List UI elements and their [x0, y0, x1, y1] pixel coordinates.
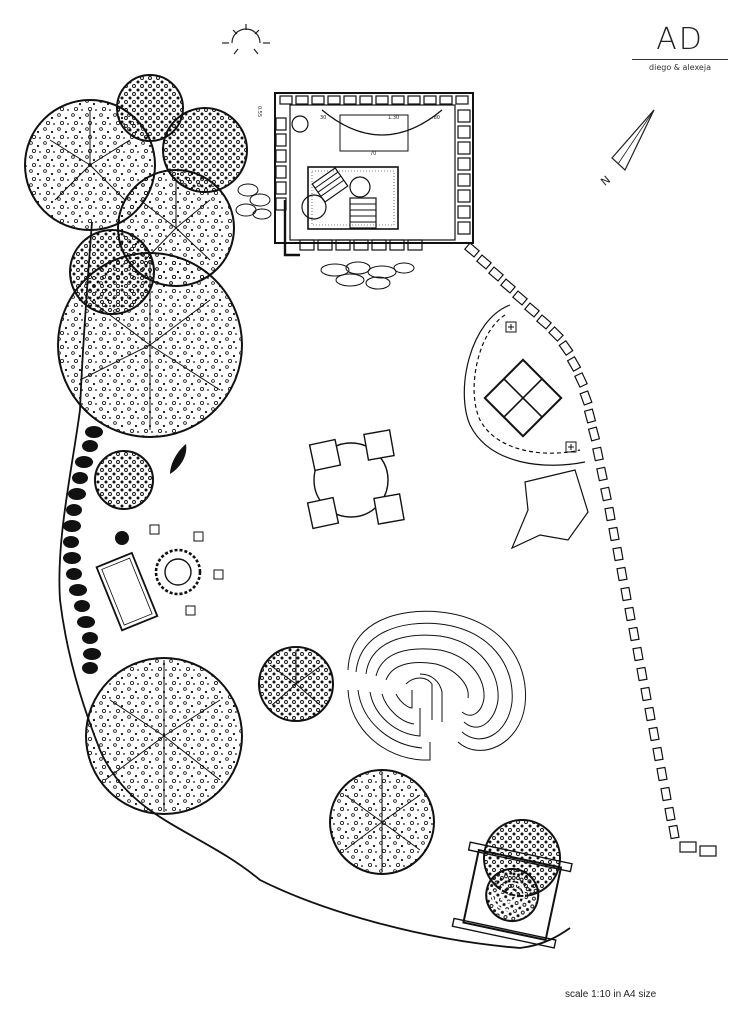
pavilion-structure: 0.55 30 1.30 .80 70	[256, 92, 474, 257]
fire-pit-lounge	[95, 524, 224, 632]
tree-small-west	[94, 450, 154, 510]
hedge-row	[63, 426, 103, 674]
brand-subtitle: diego & alexeja	[649, 63, 711, 72]
dim-label-1: 0.55	[256, 106, 262, 117]
spiral-pergola	[451, 841, 573, 949]
north-arrow-icon: N	[598, 109, 655, 189]
dim-label-2: 30	[320, 115, 326, 121]
tree-southwest-large	[85, 657, 243, 815]
north-label: N	[598, 173, 613, 188]
dim-label-4: .80	[432, 115, 440, 121]
brand-mark: AD	[656, 22, 704, 57]
tree-south-center	[329, 769, 435, 875]
stepping-stones-north	[320, 261, 415, 290]
dining-table-set	[306, 429, 405, 530]
tree-cluster-northwest	[24, 74, 248, 438]
labyrinth	[347, 610, 527, 761]
sun-icon	[222, 24, 270, 55]
dim-label-3: 1.30	[388, 115, 399, 121]
scale-note: scale 1:10 in A4 size	[565, 989, 657, 1000]
tree-center-small	[258, 646, 334, 722]
leaf-icon	[170, 444, 187, 474]
brand-divider	[632, 59, 728, 60]
shrubs-north	[235, 183, 272, 220]
property-boundary-line	[58, 221, 571, 949]
vegetable-garden	[463, 304, 589, 550]
stone-path-east	[463, 242, 717, 857]
dim-label-5: 70	[370, 151, 376, 157]
